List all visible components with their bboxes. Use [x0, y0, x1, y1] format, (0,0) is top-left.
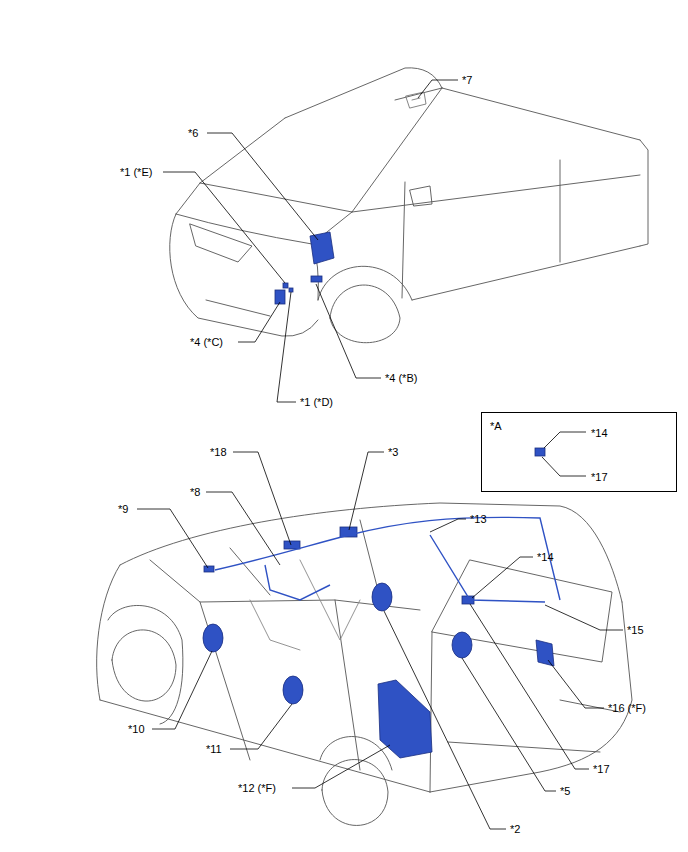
callout-number: *14 — [591, 427, 608, 440]
callout-number: *4 (*C) — [190, 336, 223, 349]
callout-number: *12 (*F) — [238, 782, 276, 795]
callout-number: *16 (*F) — [608, 702, 646, 715]
callout-number: *18 — [210, 446, 227, 459]
inset-frame: *A *14 *17 — [481, 412, 677, 492]
callout-number: *13 — [470, 513, 487, 526]
callout-number: *17 — [591, 471, 608, 484]
callout-number: *6 — [188, 127, 198, 140]
callout-number: *17 — [593, 763, 610, 776]
callout-number: *15 — [627, 624, 644, 637]
callout-number: *3 — [388, 446, 398, 459]
callout-number: *2 — [510, 823, 520, 836]
callout-number: *5 — [560, 785, 570, 798]
callout-number: *9 — [118, 503, 128, 516]
callout-number: *8 — [190, 486, 200, 499]
callout-number: *7 — [462, 74, 472, 87]
callout-number: *1 (*E) — [120, 166, 152, 179]
callout-number: *11 — [206, 743, 222, 756]
callout-number: *14 — [537, 551, 554, 564]
view-letter: *A — [490, 420, 502, 433]
callout-number: *10 — [128, 723, 145, 736]
callout-number: *1 (*D) — [300, 396, 333, 409]
callout-number: *4 (*B) — [385, 372, 417, 385]
